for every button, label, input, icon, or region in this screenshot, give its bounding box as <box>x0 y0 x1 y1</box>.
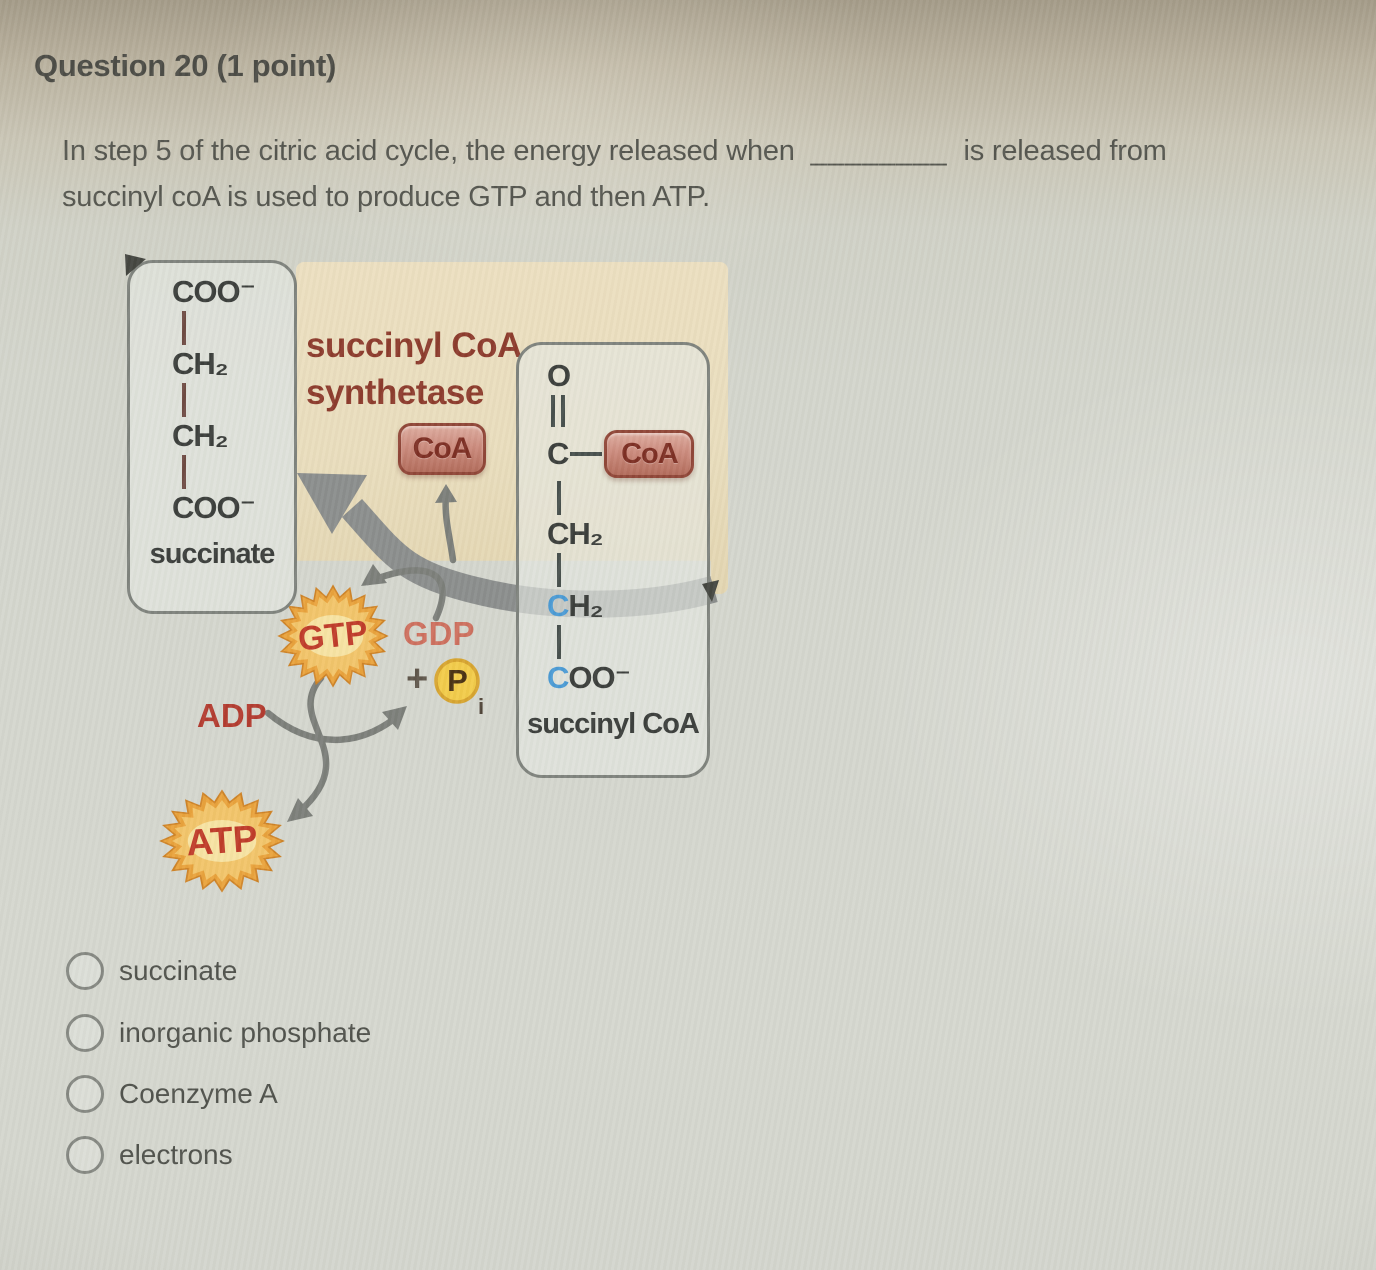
gdp-to-gtp-arrow <box>364 567 446 622</box>
gtp-to-atp-arrow <box>295 674 330 816</box>
succinyl-ch2-b: CH₂ <box>547 588 604 623</box>
bond-line-horizontal <box>570 452 603 456</box>
free-coa-badge: CoA <box>398 423 486 475</box>
gdp-to-gtp-arrowhead <box>361 564 387 586</box>
gdp-label: GDP <box>403 615 475 652</box>
option-succinate[interactable]: succinate <box>66 951 237 991</box>
bound-coa-badge: CoA <box>604 430 695 478</box>
option-label: electrons <box>119 1139 233 1170</box>
bond-line <box>557 625 561 659</box>
option-label: inorganic phosphate <box>119 1017 372 1048</box>
succinyl-c-coa-row: C CoA <box>547 427 695 481</box>
option-label: succinate <box>119 955 238 986</box>
adp-label: ADP <box>197 697 267 734</box>
radio-button[interactable] <box>66 1014 104 1052</box>
adp-to-pi-arrowhead <box>382 706 407 730</box>
answer-blank: ________ <box>810 135 948 167</box>
double-bond-line <box>551 395 565 427</box>
bond-line <box>182 311 186 345</box>
highlighted-carbon: C <box>547 660 569 695</box>
question-line1-after: is released from <box>963 135 1167 167</box>
phosphate-p-label: P <box>447 663 468 698</box>
bond-line <box>182 455 186 489</box>
gtp-to-atp-arrowhead <box>287 798 313 822</box>
option-inorganic-phosphate[interactable]: inorganic phosphate <box>66 1013 371 1053</box>
enzyme-label: succinyl CoA synthetase <box>306 322 522 416</box>
plus-sign: + <box>406 658 429 700</box>
phosphate-subscript: i <box>478 694 485 719</box>
option-electrons[interactable]: electrons <box>66 1135 233 1175</box>
succinyl-o: O <box>547 358 571 393</box>
atp-label: ATP <box>184 817 259 864</box>
succinate-structure-box: COO⁻ CH₂ CH₂ COO⁻ succinate <box>127 260 297 614</box>
succinyl-coa-structure-box: O C CoA CH₂ CH₂ COO⁻ succinyl CoA <box>516 342 710 778</box>
succinate-label: succinate <box>149 538 276 570</box>
radio-button[interactable] <box>66 1075 104 1113</box>
bond-line <box>557 553 561 587</box>
enzyme-label-line1: succinyl CoA <box>306 326 522 365</box>
radio-button[interactable] <box>66 952 104 990</box>
gtp-label: GTP <box>296 613 370 659</box>
bond-line <box>182 383 186 417</box>
bond-line <box>557 481 561 515</box>
option-coenzyme-a[interactable]: Coenzyme A <box>66 1074 278 1114</box>
succinate-ch2-b: CH₂ <box>172 418 229 453</box>
enzyme-label-line2: synthetase <box>306 373 484 412</box>
succinyl-c: C <box>547 436 569 471</box>
succinate-coo-top: COO⁻ <box>172 274 256 309</box>
succinyl-ch2-a: CH₂ <box>547 516 604 551</box>
highlighted-carbon: C <box>547 588 569 623</box>
question-line2: succinyl coA is used to produce GTP and … <box>62 181 710 213</box>
question-text: In step 5 of the citric acid cycle, the … <box>62 128 1374 220</box>
succinate-coo-bottom: COO⁻ <box>172 490 256 525</box>
question-header: Question 20 (1 point) <box>34 48 336 83</box>
question-line1-before: In step 5 of the citric acid cycle, the … <box>62 135 795 167</box>
option-label: Coenzyme A <box>119 1078 278 1109</box>
succinyl-coo: COO⁻ <box>547 660 631 695</box>
adp-to-pi-arrow <box>264 709 404 744</box>
radio-button[interactable] <box>66 1136 104 1174</box>
succinate-ch2-a: CH₂ <box>172 346 229 381</box>
succinyl-coa-label: succinyl CoA <box>527 708 700 740</box>
